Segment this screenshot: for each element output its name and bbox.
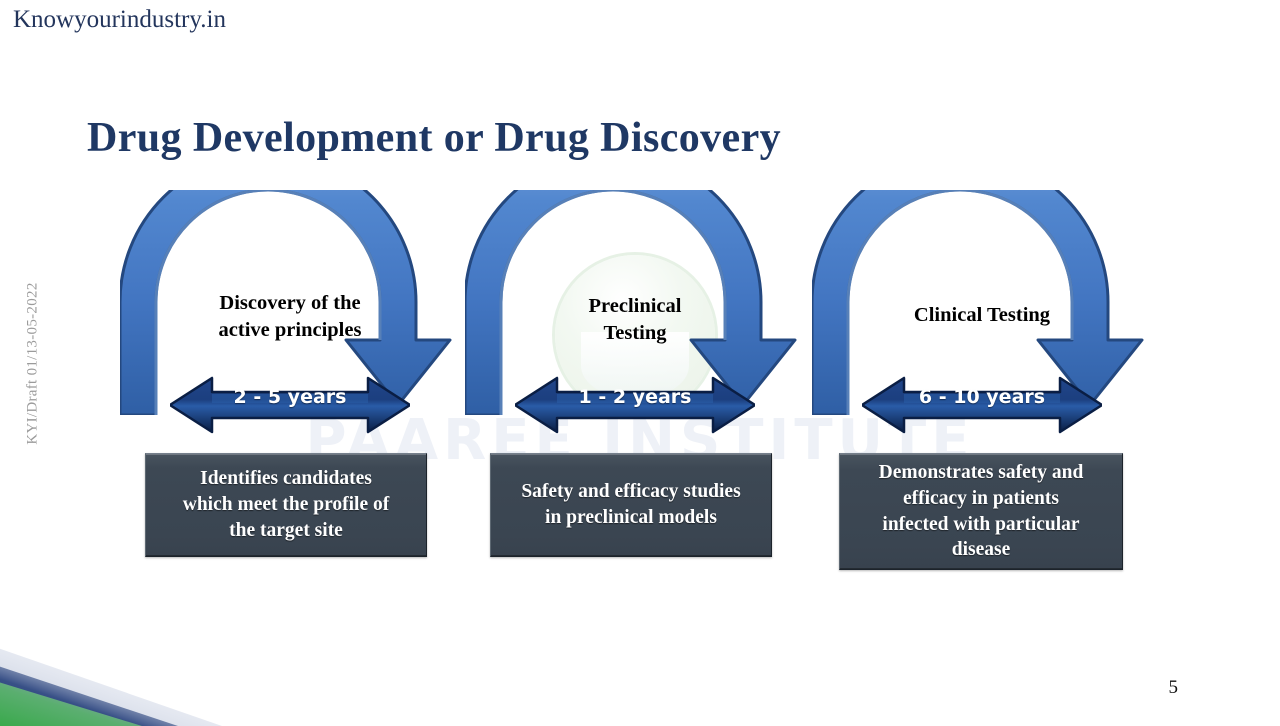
caption-line: which meet the profile of (182, 494, 390, 516)
stage-caption: Identifies candidates which meet the pro… (145, 453, 427, 557)
stage-heading-line: Discovery of the (219, 292, 361, 314)
caption-line: in preclinical models (545, 507, 717, 528)
duration-double-arrow-icon (862, 376, 1102, 434)
page-number: 5 (1168, 677, 1179, 698)
caption-line: Identifies candidates (200, 468, 372, 490)
stage-caption: Demonstrates safety and efficacy in pati… (839, 453, 1123, 570)
stage-discovery: Discovery of the active principles 2 - 5… (120, 190, 460, 570)
arc-arrow-icon (812, 190, 1144, 415)
duration-double-arrow-icon (515, 376, 755, 434)
stage-heading: Discovery of the active principles (180, 290, 400, 344)
duration-double-arrow-icon (170, 376, 410, 434)
stage-heading: Preclinical Testing (525, 293, 745, 347)
stage-heading-line: Clinical Testing (913, 304, 1051, 326)
stage-preclinical: Preclinical Testing 1 - 2 years Safety a… (465, 190, 805, 570)
caption-line: the target site (229, 519, 343, 541)
caption-line: disease (951, 539, 1011, 561)
caption-line: Demonstrates safety and (878, 461, 1084, 483)
stage-heading-line: Preclinical (588, 295, 682, 317)
stage-heading: Clinical Testing (872, 302, 1092, 329)
draft-side-note: KYI/Draft 01/13-05-2022 (24, 282, 41, 445)
caption-line: Safety and efficacy studies (521, 481, 741, 503)
stage-clinical: Clinical Testing 6 - 10 years Demonstrat… (812, 190, 1152, 570)
site-brand: Knowyourindustry.in (13, 6, 226, 33)
stage-heading-line: active principles (218, 319, 362, 342)
caption-line: infected with particular (882, 513, 1080, 535)
caption-line: efficacy in patients (903, 487, 1059, 509)
stage-caption: Safety and efficacy studies in preclinic… (490, 453, 772, 557)
arc-arrow-icon (120, 190, 452, 415)
stage-heading-line: Testing (603, 322, 667, 345)
page-title: Drug Development or Drug Discovery (87, 115, 782, 162)
